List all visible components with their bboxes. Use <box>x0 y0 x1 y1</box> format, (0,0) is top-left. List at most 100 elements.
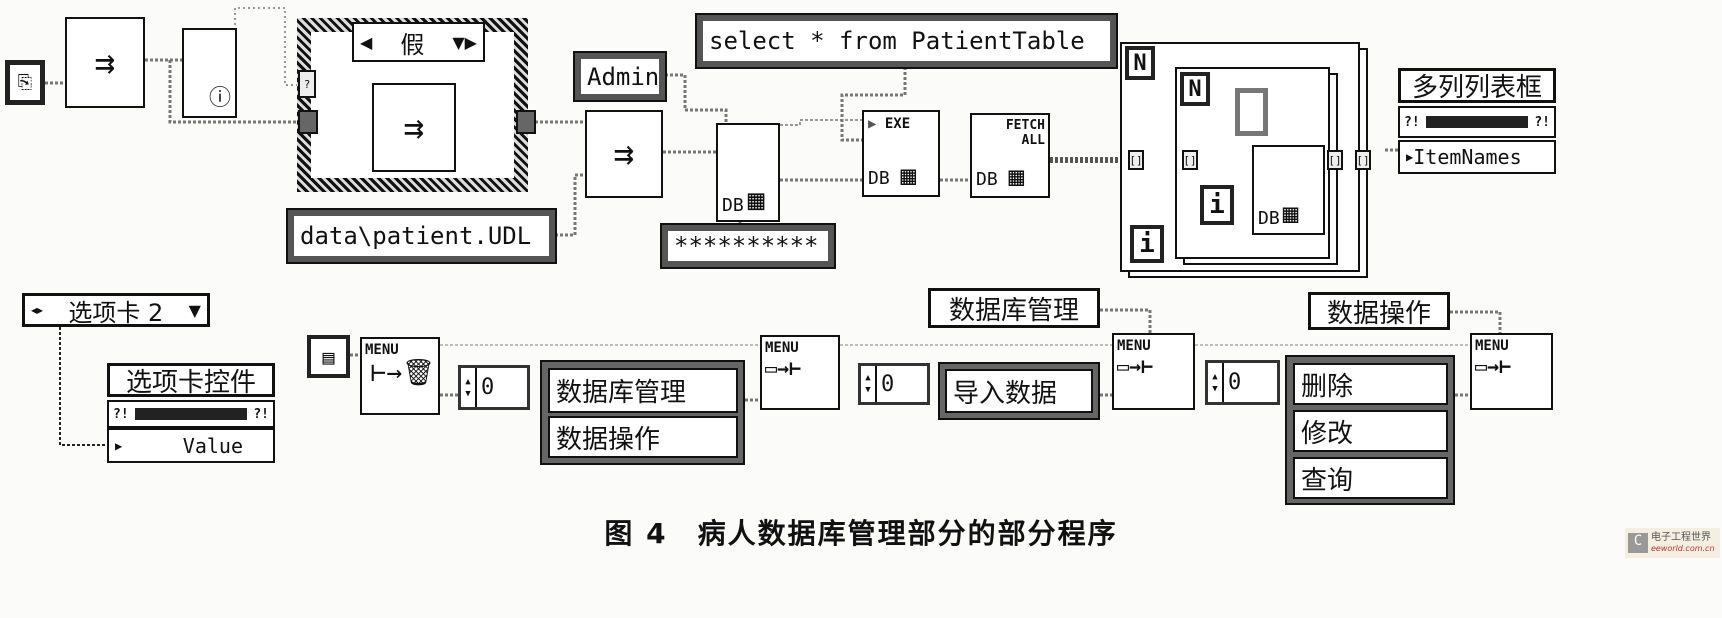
menu-label: MENU <box>1475 338 1509 354</box>
loop-tunnel: [] <box>1182 150 1198 170</box>
bar-mark: ?! <box>253 406 269 422</box>
loop-index-terminal: i <box>1130 225 1164 263</box>
index-numeric-constant[interactable]: ▲▼0 <box>858 363 930 405</box>
menu-tag-constant-2[interactable]: 数据操作 <box>1308 292 1450 330</box>
unbundle-node-icon[interactable]: ⇉ <box>65 17 145 108</box>
bar-fill <box>134 408 248 420</box>
property-name: ItemNames <box>1413 145 1522 169</box>
insert-menu-items-node[interactable]: MENU▭→⊢ <box>760 335 840 410</box>
menu-label: MENU <box>365 342 399 358</box>
dropdown-arrow-icon[interactable]: ▼ <box>188 300 201 320</box>
file-info-icon[interactable]: ⓘ <box>182 28 237 118</box>
menu-tag-constant-1[interactable]: 数据库管理 <box>928 288 1100 328</box>
sql-constant[interactable]: select * from PatientTable <box>695 13 1118 69</box>
bar-mark: ?! <box>1534 114 1550 130</box>
bundle-node-icon[interactable]: ⇉ <box>372 83 456 172</box>
db-label: DB <box>868 168 890 189</box>
db-label: DB <box>722 195 744 216</box>
bar-mark: ?! <box>113 406 129 422</box>
property-name: Value <box>182 433 243 458</box>
db-connect-node[interactable]: DB▦ <box>716 123 780 222</box>
tab-ring-value: 选项卡 2 <box>68 298 164 327</box>
loop-tunnel: [] <box>1327 150 1343 170</box>
inner-loop-index-terminal: i <box>1200 185 1234 225</box>
database-icon: ▦ <box>747 183 765 216</box>
insert-menu-items-node-3[interactable]: MENU▭→⊢ <box>1470 333 1553 410</box>
insert-arrow-icon: ▭→⊢ <box>765 356 802 380</box>
tab-control-label: 选项卡控件 <box>107 363 275 398</box>
dropdown-arrow-icon[interactable]: ▼▶ <box>452 32 477 52</box>
this-vi-reference-icon[interactable]: ⎘ <box>5 60 45 105</box>
array-element[interactable]: 数据库管理 <box>548 368 738 413</box>
spinner-icon[interactable]: ▲▼ <box>1208 363 1224 402</box>
array-element[interactable]: 导入数据 <box>945 369 1093 413</box>
wire <box>840 67 907 142</box>
udl-path-constant[interactable]: data\patient.UDL <box>286 208 557 264</box>
logo-c-icon: C <box>1628 533 1648 553</box>
insert-arrow-icon: ▭→⊢ <box>1117 354 1154 378</box>
array-element[interactable]: 数据操作 <box>548 416 738 458</box>
bundle-node-2-icon[interactable]: ⇉ <box>585 110 663 198</box>
db-label: DB <box>976 169 998 190</box>
database-icon: ▦ <box>1008 162 1025 192</box>
empty-constant[interactable] <box>1235 88 1268 136</box>
numeric-value: 0 <box>881 371 895 397</box>
insert-menu-items-node-2[interactable]: MENU▭→⊢ <box>1112 333 1195 410</box>
arrow-icon: ▶ <box>115 438 123 453</box>
listbox-property-node-header[interactable]: ?!?! <box>1398 106 1556 138</box>
decrement-arrow-icon[interactable]: ◀ <box>360 32 373 52</box>
tab-ring-constant[interactable]: ◂▸ 选项卡 2 ▼ <box>22 293 210 327</box>
wire <box>168 60 298 124</box>
username-constant[interactable]: Admin <box>573 51 667 102</box>
array-element[interactable]: 删除 <box>1293 363 1448 405</box>
menu-label: MENU <box>765 340 799 356</box>
current-vi-menubar-icon[interactable]: ▤ <box>307 335 350 378</box>
tab-control-value-property[interactable]: ▶ Value <box>107 428 275 463</box>
loop-count-terminal[interactable]: N <box>1125 46 1155 80</box>
loop-tunnel: [] <box>1355 150 1371 170</box>
trash-icon: ⊢→🗑 <box>370 358 435 388</box>
insert-arrow-icon: ▭→⊢ <box>1475 354 1512 378</box>
listbox-label: 多列列表框 <box>1398 68 1556 103</box>
db-label: DB <box>1258 208 1280 229</box>
wire <box>1100 308 1152 333</box>
spinner-icon[interactable]: ▲▼ <box>461 368 477 407</box>
listbox-itemnames-property[interactable]: ▶ItemNames <box>1398 140 1556 174</box>
arrow-icon: ▶ <box>1406 150 1414 164</box>
numeric-value: 0 <box>481 375 495 400</box>
bar-fill <box>1425 116 1529 128</box>
delete-menu-items-node[interactable]: MENU⊢→🗑 <box>360 337 440 415</box>
spinner-icon[interactable]: ▲▼ <box>861 366 877 402</box>
index-numeric-constant[interactable]: ▲▼0 <box>458 365 530 410</box>
menu-label: MENU <box>1117 338 1151 354</box>
db-fetch-all-node[interactable]: FETCH ALL DB ▦ <box>970 113 1050 198</box>
case-input-tunnel <box>298 110 318 134</box>
wire <box>555 173 585 237</box>
db-execute-node[interactable]: ▶ EXE DB ▦ <box>862 110 940 197</box>
bar-mark: ?! <box>1404 114 1420 130</box>
execute-triangle-icon: ▶ <box>868 116 877 132</box>
wire <box>780 119 862 126</box>
database-icon: ▦ <box>1282 199 1299 229</box>
watermark-logo: C 电子工程世界 eeworld.com.cn <box>1625 528 1720 558</box>
numeric-value: 0 <box>1228 370 1242 395</box>
database-icon: ▦ <box>900 161 917 191</box>
ring-arrows-icon: ◂▸ <box>31 303 44 317</box>
wire <box>59 327 107 446</box>
wire <box>234 7 298 86</box>
loop-tunnel: [] <box>1128 150 1144 170</box>
password-constant[interactable]: ********** <box>660 223 836 269</box>
fetch-all-label: FETCH ALL <box>1005 118 1045 148</box>
array-element[interactable]: 修改 <box>1293 410 1448 452</box>
figure-caption: 图 4 病人数据库管理部分的部分程序 <box>604 517 1118 550</box>
watermark-name: 电子工程世界 <box>1651 532 1711 543</box>
db-field-value-node[interactable]: DB▦ <box>1252 145 1325 235</box>
case-tunnel-unknown: ? <box>298 70 316 98</box>
wire <box>1450 310 1502 333</box>
array-element[interactable]: 查询 <box>1293 457 1448 499</box>
inner-loop-count-terminal[interactable]: N <box>1180 72 1210 106</box>
tab-control-property-header[interactable]: ?!?! <box>107 400 275 428</box>
index-numeric-constant[interactable]: ▲▼0 <box>1205 360 1280 405</box>
case-selector[interactable]: ◀ 假 ▼▶ <box>352 22 485 62</box>
